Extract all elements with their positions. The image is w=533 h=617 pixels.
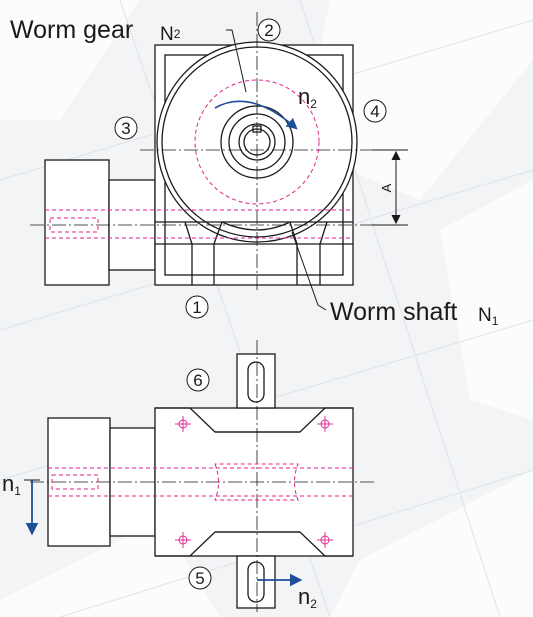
worm-gear-n-label: N2 xyxy=(160,24,181,45)
position-1-marker xyxy=(185,295,209,319)
worm-gear-label: Worm gear xyxy=(10,16,133,44)
position-4-marker xyxy=(363,99,387,123)
position-4-label: 4 xyxy=(370,102,379,121)
worm-gear-leader xyxy=(226,29,247,93)
center-lines-bottom xyxy=(30,340,375,612)
input-speed-label: n1 xyxy=(2,471,21,498)
position-3-label: 3 xyxy=(121,119,130,138)
top-view xyxy=(44,29,358,311)
gear-speed-label: n2 xyxy=(298,84,317,111)
worm-shaft-label: Worm shaft xyxy=(330,298,457,326)
position-1-label: 1 xyxy=(192,298,201,317)
gear-rotation-arrow xyxy=(214,100,298,130)
motor-body-top xyxy=(44,159,110,286)
input-rotation-arrow xyxy=(24,479,40,536)
position-3-marker xyxy=(114,116,138,140)
position-markers xyxy=(114,18,387,590)
position-5-label: 5 xyxy=(195,569,204,588)
position-5-marker xyxy=(188,566,212,590)
output-shaft-bottom xyxy=(236,555,276,609)
output-shaft-top xyxy=(236,353,276,409)
hidden-lines-top xyxy=(45,79,353,239)
position-2-marker xyxy=(257,18,281,42)
position-2-label: 2 xyxy=(264,21,273,40)
worm-shaft-leader xyxy=(291,231,327,311)
worm-shaft-n-label: N1 xyxy=(478,305,499,328)
dimension-a-label: A xyxy=(379,183,394,192)
position-6-marker xyxy=(186,368,210,392)
output-speed-label: n2 xyxy=(298,584,317,611)
center-lines-top xyxy=(30,12,405,290)
position-6-label: 6 xyxy=(193,371,202,390)
dimension-a xyxy=(372,149,408,226)
hidden-lines-bottom xyxy=(48,463,353,501)
